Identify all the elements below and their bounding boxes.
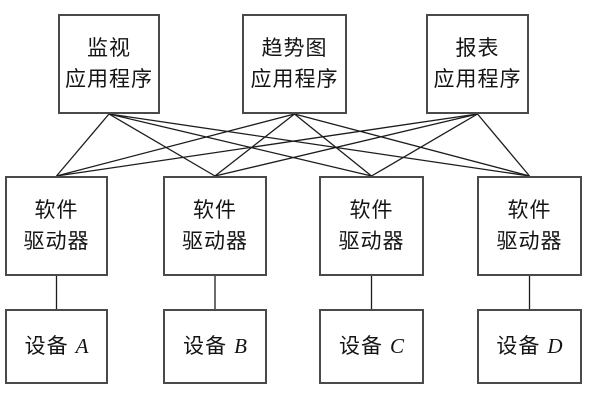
node-software-driver-3: 软件 驱动器: [319, 176, 424, 276]
node-trend-chart-application: 趋势图 应用程序: [242, 14, 347, 114]
node-label-line1: 软件: [34, 198, 79, 222]
node-label-line2: 应用程序: [250, 67, 339, 91]
node-label-line2: 驱动器: [338, 229, 405, 253]
node-label-line1: 软件: [507, 198, 552, 222]
node-label-line1: 软件: [193, 198, 237, 222]
device-letter: C: [389, 334, 404, 358]
node-software-driver-1: 软件 驱动器: [5, 176, 108, 276]
node-software-driver-4: 软件 驱动器: [477, 176, 582, 276]
node-label-line1: 趋势图: [261, 36, 328, 60]
node-label-line2: 驱动器: [182, 229, 248, 253]
node-monitor-application: 监视 应用程序: [58, 14, 160, 114]
node-label-line2: 驱动器: [496, 229, 563, 253]
node-label-line2: 驱动器: [23, 229, 90, 253]
node-label-line1: 监视: [87, 36, 131, 60]
node-software-driver-2: 软件 驱动器: [163, 176, 267, 276]
device-letter: A: [75, 334, 89, 358]
node-label-line1: 软件: [349, 198, 394, 222]
node-report-application: 报表 应用程序: [426, 14, 529, 114]
node-label-line2: 应用程序: [65, 67, 153, 91]
device-letter: D: [547, 334, 563, 358]
node-label-line1: 报表: [455, 36, 500, 60]
device-letter: B: [234, 334, 247, 358]
node-label-line2: 应用程序: [433, 67, 522, 91]
